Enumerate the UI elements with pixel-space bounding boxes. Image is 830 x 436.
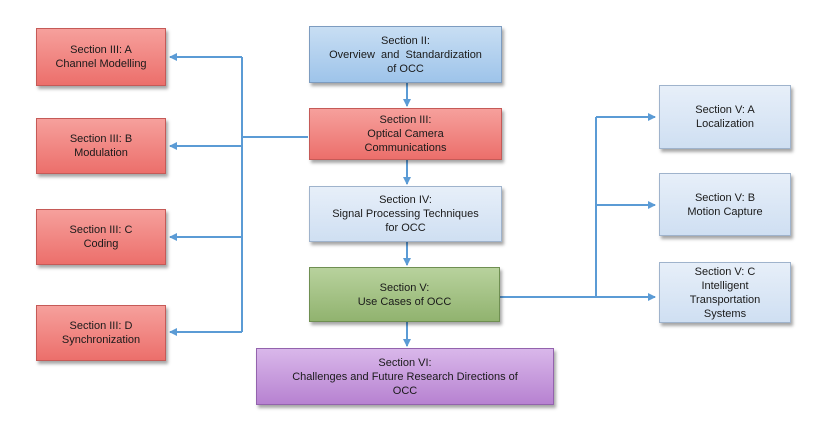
node-label-line: Section V: A bbox=[695, 104, 755, 116]
node-section-v-c: Section V: C Intelligent Transportation … bbox=[659, 262, 791, 323]
node-label-line: Section V: C bbox=[694, 265, 756, 278]
node-label-line: Section III: D bbox=[69, 320, 133, 332]
node-label-line: Section III: C bbox=[69, 224, 133, 236]
node-label-line: Overview and Standardization bbox=[329, 48, 482, 61]
node-label-line: Communications bbox=[364, 142, 447, 154]
node-label-line: Channel Modelling bbox=[55, 58, 147, 70]
node-label-line: Signal Processing Techniques bbox=[332, 208, 479, 220]
node-label-line: Localization bbox=[695, 118, 755, 130]
node-label-line: Section II: bbox=[381, 34, 430, 47]
node-section-v-b: Section V: B Motion Capture bbox=[659, 173, 791, 236]
node-label-line: Challenges and Future Research Direction… bbox=[292, 370, 518, 383]
node-section-iii: Section III: Optical Camera Communicatio… bbox=[309, 108, 502, 160]
node-label-line: Use Cases of OCC bbox=[357, 295, 452, 308]
node-label-line: Intelligent bbox=[701, 279, 749, 292]
node-label-line: for OCC bbox=[385, 222, 426, 234]
node-section-iii-b: Section III: B Modulation bbox=[36, 118, 166, 174]
node-label-line: Transportation bbox=[689, 293, 761, 306]
node-label-line: Systems bbox=[703, 307, 747, 320]
node-label-line: Optical Camera bbox=[367, 128, 444, 140]
node-section-iii-d: Section III: D Synchronization bbox=[36, 305, 166, 361]
node-label-line: of OCC bbox=[387, 62, 424, 75]
node-section-iii-a: Section III: A Channel Modelling bbox=[36, 28, 166, 86]
node-label-line: Motion Capture bbox=[687, 205, 763, 218]
node-section-v: Section V: Use Cases of OCC bbox=[309, 267, 500, 322]
node-label-line: Section VI: bbox=[378, 356, 432, 369]
node-label-line: Section III: B bbox=[69, 133, 133, 145]
node-label-line: Section III: bbox=[379, 114, 432, 126]
node-section-vi: Section VI: Challenges and Future Resear… bbox=[256, 348, 554, 405]
node-label-line: OCC bbox=[392, 384, 418, 397]
node-label-line: Section V: bbox=[379, 281, 430, 294]
node-section-ii: Section II: Overview and Standardization… bbox=[309, 26, 502, 83]
node-label-line: Section IV: bbox=[379, 194, 432, 206]
node-section-v-a: Section V: A Localization bbox=[659, 85, 791, 149]
node-section-iv: Section IV: Signal Processing Techniques… bbox=[309, 186, 502, 242]
node-label-line: Coding bbox=[83, 238, 119, 250]
node-label-line: Modulation bbox=[74, 147, 128, 159]
node-section-iii-c: Section III: C Coding bbox=[36, 209, 166, 265]
node-label-line: Section V: B bbox=[694, 191, 756, 204]
node-label-line: Section III: A bbox=[70, 44, 132, 56]
node-label-line: Synchronization bbox=[61, 334, 141, 346]
